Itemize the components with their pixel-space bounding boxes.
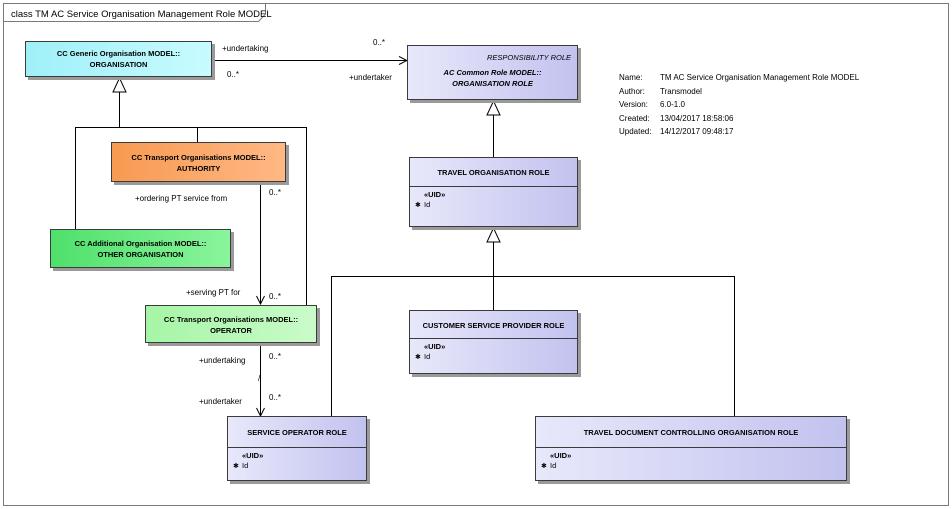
travel-document-role-attr: Id [550, 461, 557, 470]
class-authority[interactable]: CC Transport Organisations MODEL:: AUTHO… [111, 142, 286, 182]
service-operator-role-uid: «UID» [242, 451, 264, 460]
travel-document-role-uid: «UID» [550, 451, 572, 460]
class-authority-package: CC Transport Organisations MODEL:: [131, 153, 266, 162]
class-other-organisation-package: CC Additional Organisation MODEL:: [74, 239, 207, 248]
info-updated-key: Updated: [619, 127, 652, 136]
info-author-key: Author: [619, 86, 645, 96]
customer-service-provider-role-uid: «UID» [424, 342, 446, 351]
travel-organisation-role-attr: Id [424, 200, 431, 209]
generalization-triangle-organisation [112, 76, 127, 93]
label-service-operator-undertaker: +undertaker [199, 397, 242, 406]
class-customer-service-provider-role[interactable]: CUSTOMER SERVICE PROVIDER ROLE «UID» ✱Id [409, 310, 578, 374]
class-service-operator-role[interactable]: SERVICE OPERATOR ROLE «UID» ✱Id [227, 416, 367, 481]
diagram-frame-tab: class TM AC Service Organisation Managem… [3, 3, 272, 22]
info-created-key: Created: [619, 113, 650, 123]
generalization-triangle-travel-org [486, 226, 501, 243]
travel-organisation-role-uid: «UID» [424, 190, 446, 199]
class-responsibility-role-name: ORGANISATION ROLE [452, 79, 533, 88]
label-role-undertaker: +undertaker [349, 73, 392, 82]
class-service-operator-role-name: SERVICE OPERATOR ROLE [247, 428, 347, 437]
key-icon: ✱ [415, 354, 421, 361]
label-ordering-pt: +ordering PT service from [135, 194, 228, 203]
label-operator-multiplicity-bottom: 0..* [269, 352, 282, 361]
class-organisation-name: ORGANISATION [89, 60, 148, 69]
class-organisation[interactable]: CC Generic Organisation MODEL:: ORGANISA… [25, 41, 212, 77]
info-version-key: Version: [619, 100, 648, 109]
label-serving-pt: +serving PT for [186, 288, 241, 297]
label-operator-undertaking: +undertaking [199, 356, 246, 365]
info-author-value: Transmodel [660, 86, 702, 96]
diagram-title: class TM AC Service Organisation Managem… [11, 9, 272, 20]
info-updated-value: 14/12/2017 09:48:17 [660, 127, 734, 136]
class-other-organisation-name: OTHER ORGANISATION [97, 250, 184, 259]
info-created-value: 13/04/2017 18:58:06 [660, 113, 734, 123]
class-other-organisation[interactable]: CC Additional Organisation MODEL:: OTHER… [50, 229, 231, 268]
label-authority-multiplicity: 0..* [269, 188, 282, 197]
label-role-multiplicity: 0..* [373, 38, 386, 47]
label-org-multiplicity: 0..* [227, 70, 240, 79]
edge-gen-organisation-bus [75, 127, 307, 313]
class-responsibility-role[interactable]: RESPONSIBILITY ROLE AC Common Role MODEL… [407, 45, 578, 100]
class-organisation-package: CC Generic Organisation MODEL:: [56, 49, 181, 58]
class-travel-organisation-role-name: TRAVEL ORGANISATION ROLE [437, 168, 550, 177]
info-name-value: TM AC Service Organisation Management Ro… [660, 73, 860, 82]
class-travel-organisation-role[interactable]: TRAVEL ORGANISATION ROLE «UID» ✱Id [409, 157, 578, 227]
info-version-value: 6.0-1.0 [660, 100, 685, 109]
edge-gen-travel-bus [331, 276, 735, 416]
class-operator-package: CC Transport Organisations MODEL:: [163, 315, 299, 324]
class-travel-document-role-name: TRAVEL DOCUMENT CONTROLLING ORGANISATION… [583, 428, 799, 437]
class-responsibility-role-stereotype: RESPONSIBILITY ROLE [486, 53, 571, 62]
class-operator-name: OPERATOR [210, 326, 252, 335]
key-icon: ✱ [541, 463, 547, 470]
class-responsibility-role-package: AC Common Role MODEL:: [443, 68, 542, 77]
customer-service-provider-role-attr: Id [424, 352, 431, 361]
label-org-undertaking: +undertaking [222, 44, 269, 53]
key-icon: ✱ [233, 463, 239, 470]
frame-tab-outline [3, 3, 266, 22]
class-operator[interactable]: CC Transport Organisations MODEL:: OPERA… [145, 305, 317, 343]
label-service-operator-multiplicity: 0..* [269, 393, 282, 402]
key-icon: ✱ [415, 202, 421, 209]
label-operator-multiplicity-top: 0..* [269, 292, 282, 301]
info-name-key: Name: [619, 73, 643, 82]
class-authority-name: AUTHORITY [176, 164, 221, 173]
class-travel-document-role[interactable]: TRAVEL DOCUMENT CONTROLLING ORGANISATION… [535, 416, 847, 481]
label-operator-slash: / [258, 374, 261, 383]
class-customer-service-provider-role-name: CUSTOMER SERVICE PROVIDER ROLE [422, 321, 565, 330]
diagram-info: Name: TM AC Service Organisation Manageme… [619, 71, 859, 139]
service-operator-role-attr: Id [242, 461, 249, 470]
generalization-triangle-responsibility [486, 99, 501, 116]
